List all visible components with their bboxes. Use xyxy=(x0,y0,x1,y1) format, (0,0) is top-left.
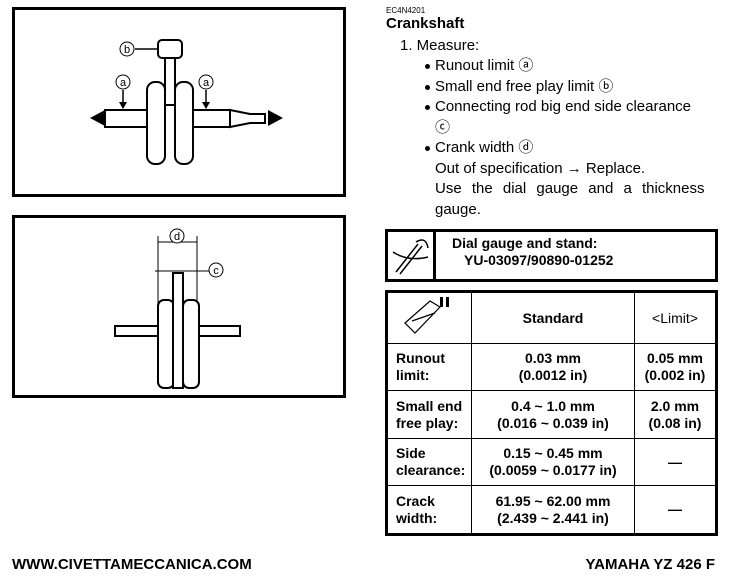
limit-value-in: (0.08 in) xyxy=(648,414,702,431)
tool-icon xyxy=(388,232,436,279)
row-label: clearance: xyxy=(396,462,466,479)
bullet-crank-width: Crank width ⓓ xyxy=(425,138,705,159)
row-label: limit: xyxy=(396,367,430,384)
row-label: Side xyxy=(396,445,426,462)
standard-value-in: (2.439 ~ 2.441 in) xyxy=(497,509,609,526)
label-c: c xyxy=(213,265,219,277)
crank-width-figure: d c xyxy=(12,215,346,398)
bullet-small-end: Small end free play limit ⓑ xyxy=(425,77,705,98)
note-dial-gauge: Use the dial gauge and a thickness xyxy=(435,180,705,197)
row-label: Runout xyxy=(396,350,445,367)
page-title: Crankshaft xyxy=(386,15,465,32)
note-replace: Out of specification → Replace. xyxy=(435,159,646,177)
crankshaft-runout-illustration: b a a xyxy=(90,39,283,165)
label-b: b xyxy=(124,44,130,56)
tool-part-number: YU-03097/90890-01252 xyxy=(464,252,614,268)
label-d: d xyxy=(174,231,180,243)
standard-value-in: (0.0059 ~ 0.0177 in) xyxy=(489,462,617,479)
section-code: EC4N4201 xyxy=(386,6,426,15)
standard-value: 0.15 ~ 0.45 mm xyxy=(503,445,603,462)
header-standard: Standard xyxy=(471,291,635,344)
row-label: Small end xyxy=(396,397,463,414)
bullet-runout: Runout limit ⓐ xyxy=(425,56,705,77)
note-gauge: gauge. xyxy=(435,200,481,218)
runout-figure: b a a xyxy=(12,7,346,197)
standard-value: 0.03 mm xyxy=(524,350,582,367)
row-label: Crack xyxy=(396,492,435,509)
header-limit: <Limit> xyxy=(634,291,717,344)
label-a: a xyxy=(120,77,127,89)
standard-value: 61.95 ~ 62.00 mm xyxy=(495,492,611,509)
standard-value: 0.4 ~ 1.0 mm xyxy=(511,397,595,414)
footer-website: WWW.CIVETTAMECCANICA.COM xyxy=(12,556,252,573)
crank-width-illustration: d c xyxy=(114,228,241,389)
limit-value: — xyxy=(634,437,717,487)
bullet-side-clearance-label: ⓒ xyxy=(435,118,451,136)
tool-name: Dial gauge and stand: xyxy=(452,235,598,251)
limit-value: 2.0 mm xyxy=(650,397,700,414)
standard-value-in: (0.0012 in) xyxy=(518,367,588,384)
bullet-side-clearance: Connecting rod big end side clearance xyxy=(425,97,705,118)
footer-model: YAMAHA YZ 426 F xyxy=(585,556,716,573)
limit-value-in: (0.002 in) xyxy=(644,367,706,384)
caliper-icon xyxy=(386,291,472,344)
label-a-right: a xyxy=(203,77,210,89)
row-label: width: xyxy=(396,509,438,526)
limit-value: 0.05 mm xyxy=(646,350,704,367)
standard-value-in: (0.016 ~ 0.039 in) xyxy=(497,414,609,431)
row-label: free play: xyxy=(396,414,459,431)
step-measure: 1. Measure: xyxy=(400,37,480,54)
limit-value: — xyxy=(634,485,717,535)
special-tool-box: Dial gauge and stand: YU-03097/90890-012… xyxy=(385,229,718,282)
